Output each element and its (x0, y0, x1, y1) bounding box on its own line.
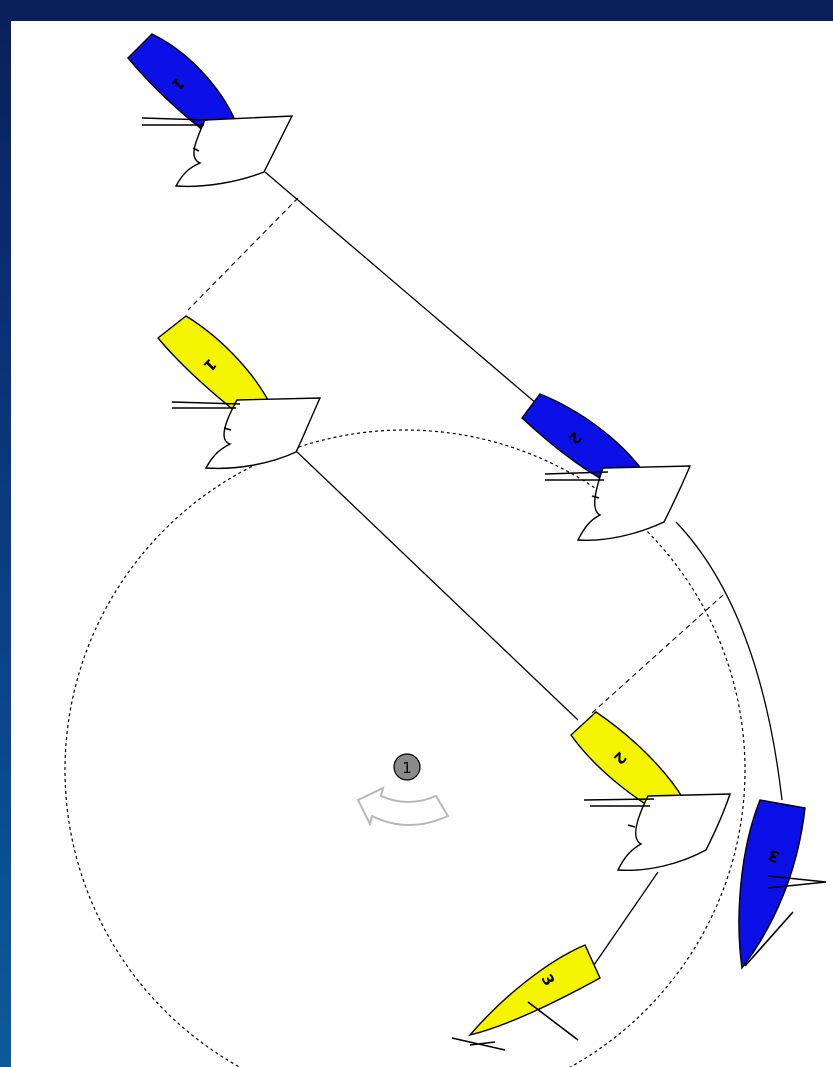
overlap-line-2 (591, 594, 724, 714)
yellow-boat-position-1: 1 (157, 315, 322, 470)
blue-track-2-3 (675, 521, 783, 801)
blue-boat-position-1: 1 (127, 33, 294, 188)
yellow-track-1-2 (294, 449, 579, 721)
rounding-direction-arrow-icon (356, 786, 450, 827)
blue-boat-position-2: 2 (521, 393, 692, 542)
yellow-boat-position-2: 2 (570, 711, 731, 872)
overlap-line-1 (187, 197, 299, 311)
sailing-diagram: 1 1 1 2 2 3 3 (64, 33, 827, 1067)
zone-circle (64, 429, 746, 1067)
mark-label: 1 (402, 759, 412, 777)
blue-boat-position-3: 3 (738, 799, 827, 970)
yellow-track-2-3 (584, 871, 659, 979)
diagram-frame: 1 1 1 2 2 3 3 (11, 21, 833, 1067)
yellow-boat-position-3: 3 (451, 944, 601, 1051)
mark-buoy-icon (393, 753, 421, 781)
